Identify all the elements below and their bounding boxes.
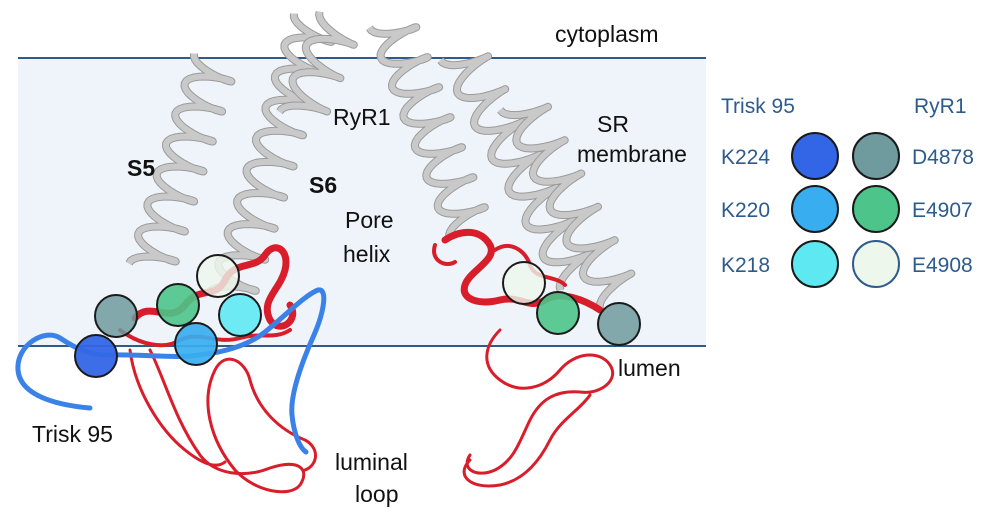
legend-ryr1-swatch-d4878 — [852, 132, 900, 180]
label-trisk95: Trisk 95 — [32, 421, 113, 447]
legend-ryr1-swatch-e4908 — [852, 240, 900, 288]
legend-trisk-swatch-k218 — [791, 240, 839, 288]
label-luminal-1: luminal — [335, 449, 408, 475]
legend-ryr1-label-e4908: E4908 — [912, 254, 973, 277]
label-cytoplasm: cytoplasm — [555, 21, 659, 47]
label-sr-membrane-1: SR — [597, 111, 629, 137]
right-luminal-loop-2 — [462, 393, 592, 488]
legend-heading-ryr1: RyR1 — [914, 95, 967, 118]
helix-r3 — [498, 103, 635, 311]
legend-trisk-label-k218: K218 — [721, 254, 770, 277]
label-pore-1: Pore — [345, 207, 394, 233]
label-ryr1: RyR1 — [333, 104, 391, 130]
label-s6: S6 — [309, 172, 337, 198]
legend-trisk-swatch-k220 — [791, 185, 839, 233]
helix-r1 — [366, 24, 488, 239]
sphere-k218-left — [218, 293, 262, 337]
legend-trisk-label-k224: K224 — [721, 146, 770, 169]
label-pore-2: helix — [343, 241, 391, 267]
left-luminal-loop-2 — [128, 348, 227, 467]
sphere-e4908-right — [502, 261, 546, 305]
legend-ryr1-swatch-e4907 — [852, 185, 900, 233]
residue-spheres — [74, 254, 641, 378]
sphere-e4908-left — [196, 254, 240, 298]
label-lumen: lumen — [618, 355, 681, 381]
label-sr-membrane-2: membrane — [577, 141, 687, 167]
sphere-k224-left — [74, 334, 118, 378]
legend-trisk-swatch-k224 — [791, 132, 839, 180]
legend-trisk-label-k220: K220 — [721, 199, 770, 222]
legend-ryr1-label-e4907: E4907 — [912, 199, 973, 222]
helix-s5 — [126, 53, 235, 266]
sphere-k220-left — [174, 322, 218, 366]
trisk95-chain — [15, 287, 327, 455]
sphere-e4907-left — [156, 283, 200, 327]
label-s5: S5 — [127, 155, 155, 181]
legend-ryr1-label-d4878: D4878 — [912, 146, 974, 169]
ryr1-helices — [125, 10, 636, 311]
helix-mid — [277, 11, 357, 115]
right-luminal-loop — [465, 328, 614, 475]
label-luminal-2: loop — [355, 481, 398, 507]
sphere-e4907-right — [536, 291, 580, 335]
legend-heading-trisk95: Trisk 95 — [721, 95, 795, 118]
sphere-d4878-left — [94, 294, 138, 338]
sr-membrane-band — [18, 58, 706, 346]
sphere-d4878-right — [597, 302, 641, 346]
